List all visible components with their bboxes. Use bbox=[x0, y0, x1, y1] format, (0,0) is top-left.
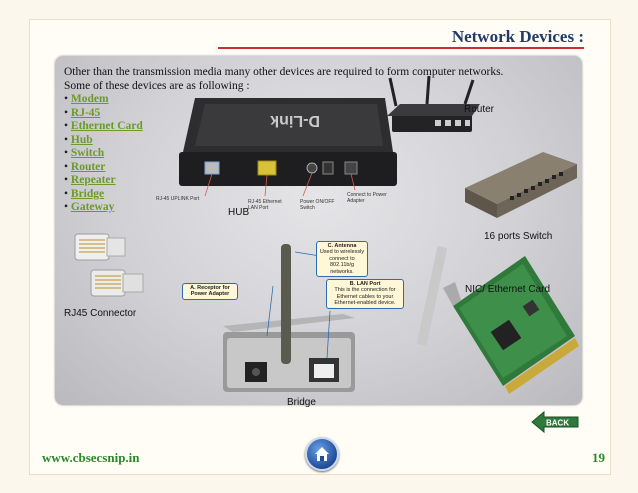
page-number: 19 bbox=[592, 450, 605, 465]
back-label: BACK bbox=[546, 419, 569, 428]
router-image bbox=[387, 75, 480, 132]
page-title: Network Devices : bbox=[451, 27, 584, 46]
caption-bridge: Bridge bbox=[287, 397, 316, 408]
list-item: • Ethernet Card bbox=[64, 120, 143, 132]
list-item: • Hub bbox=[64, 133, 93, 146]
hub-label-power: Connect to Power Adapter bbox=[347, 192, 387, 204]
hub-label-uplink: RJ-45 UPLINK Port bbox=[156, 196, 200, 202]
list-item: • Router bbox=[64, 160, 106, 173]
link-ethernet-card[interactable]: Ethernet Card bbox=[70, 120, 143, 132]
list-item: • Modem bbox=[64, 93, 109, 105]
back-arrow-icon: BACK bbox=[531, 410, 579, 434]
hub-image: D-Link bbox=[179, 98, 397, 197]
list-item: • Switch bbox=[64, 147, 105, 159]
intro-line-1: Other than the transmission media many o… bbox=[64, 66, 504, 78]
device-list: • Modem • RJ-45 • Ethernet Card • Hub • … bbox=[64, 93, 143, 215]
title-divider bbox=[218, 47, 584, 49]
content-panel: D-Link bbox=[55, 56, 582, 405]
caption-hub: HUB bbox=[228, 207, 250, 218]
device-illustrations: D-Link bbox=[74, 75, 579, 394]
home-button[interactable] bbox=[305, 437, 339, 471]
link-modem[interactable]: Modem bbox=[70, 93, 109, 105]
home-icon bbox=[315, 447, 329, 461]
list-item: • RJ-45 bbox=[64, 106, 101, 119]
bridge-image bbox=[223, 244, 355, 392]
list-item: • Bridge bbox=[64, 187, 105, 200]
intro-line-2: Some of these devices are as following : bbox=[64, 79, 250, 92]
link-switch[interactable]: Switch bbox=[70, 147, 105, 159]
list-item: • Repeater bbox=[64, 174, 116, 186]
caption-rj45: RJ45 Connector bbox=[64, 308, 137, 319]
caption-router: Router bbox=[464, 104, 495, 115]
link-rj45[interactable]: RJ-45 bbox=[70, 106, 101, 119]
link-repeater[interactable]: Repeater bbox=[70, 174, 116, 186]
svg-text:D-Link: D-Link bbox=[270, 112, 320, 129]
link-gateway[interactable]: Gateway bbox=[70, 201, 115, 213]
caption-switch: 16 ports Switch bbox=[484, 231, 553, 242]
callout-antenna: C. Antenna Used to wirelessly connect to… bbox=[316, 241, 368, 278]
switch-image bbox=[465, 152, 577, 218]
link-hub[interactable]: Hub bbox=[70, 133, 93, 146]
intro-text: Other than the transmission media many o… bbox=[64, 66, 503, 93]
callout-power: A. Receptor for Power Adapter bbox=[182, 283, 238, 300]
footer-url[interactable]: www.cbsecsnip.in bbox=[42, 450, 140, 465]
hub-label-lan: RJ-45 Ethernet LAN Port bbox=[248, 199, 282, 211]
link-bridge[interactable]: Bridge bbox=[70, 187, 105, 200]
rj45-image bbox=[74, 233, 144, 297]
caption-nic: NIC/ Ethernet Card bbox=[465, 284, 551, 295]
link-router[interactable]: Router bbox=[70, 160, 106, 173]
back-button[interactable]: BACK bbox=[530, 410, 580, 434]
hub-label-switch: Power ON/OFF Switch bbox=[300, 199, 335, 211]
list-item: • Gateway bbox=[64, 201, 115, 213]
nic-image bbox=[416, 246, 579, 394]
callout-lan: B. LAN Port This is the connection for E… bbox=[326, 279, 404, 309]
